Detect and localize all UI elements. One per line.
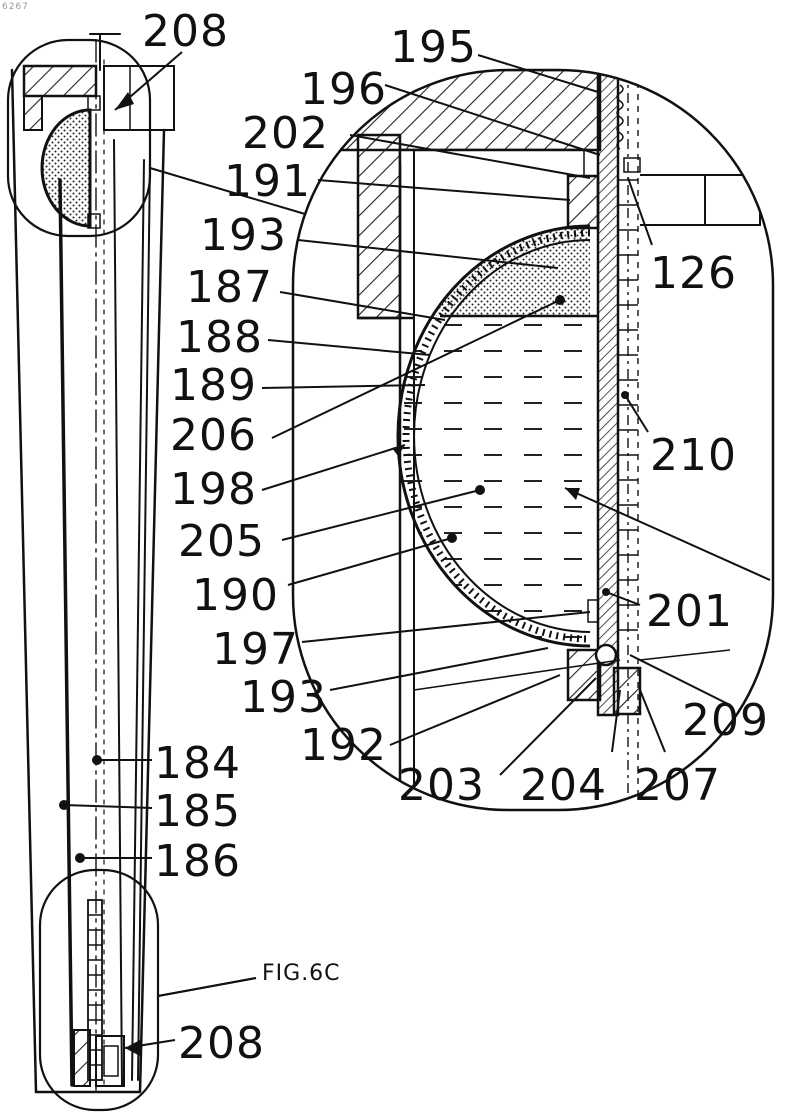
label-201: 201: [646, 586, 733, 637]
label-191: 191: [224, 156, 311, 207]
label-190: 190: [192, 570, 279, 621]
label-209: 209: [682, 695, 769, 746]
label-206: 206: [170, 410, 257, 461]
label-184: 184: [154, 738, 241, 789]
label-187: 187: [186, 262, 273, 313]
label-189: 189: [170, 360, 257, 411]
label-207: 207: [634, 760, 721, 811]
label-208-top: 208: [142, 6, 229, 57]
label-205: 205: [178, 516, 265, 567]
left-assembly: [12, 34, 174, 1092]
label-204: 204: [520, 760, 607, 811]
label-193-top: 193: [200, 210, 287, 261]
label-126: 126: [650, 248, 737, 299]
label-198: 198: [170, 464, 257, 515]
sheet-id: 6267: [2, 2, 29, 12]
figure-caption: FIG.6C: [262, 961, 341, 986]
label-192: 192: [300, 720, 387, 771]
label-188: 188: [176, 312, 263, 363]
label-195: 195: [390, 22, 477, 73]
label-186: 186: [154, 836, 241, 887]
label-185: 185: [154, 786, 241, 837]
label-197: 197: [212, 624, 299, 675]
label-203: 203: [398, 760, 485, 811]
label-208-bottom: 208: [178, 1018, 265, 1069]
label-210: 210: [650, 430, 737, 481]
label-193-bottom: 193: [240, 672, 327, 723]
leader-lines: [64, 52, 770, 1048]
label-202: 202: [242, 108, 329, 159]
